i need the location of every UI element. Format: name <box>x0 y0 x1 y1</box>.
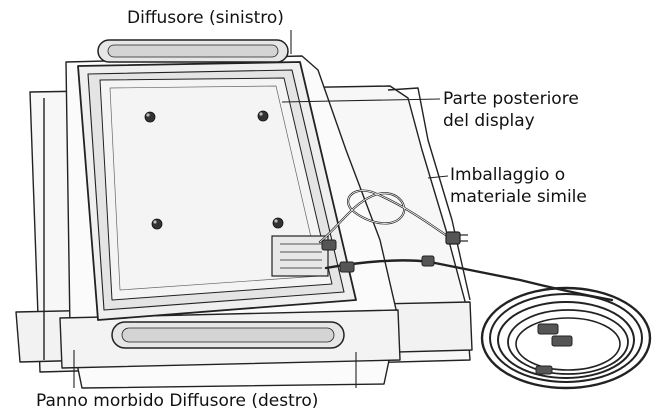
connector-panel <box>271 235 329 277</box>
label-bottom-caption: Panno morbido Diffusore (destro) <box>36 391 319 411</box>
power-cord <box>318 189 452 244</box>
speaker-right <box>111 321 345 349</box>
label-packing-line2: materiale simile <box>450 187 587 207</box>
label-cloth-and-right-speaker: Panno morbido Diffusore (destro) <box>36 390 318 412</box>
label-packing-line1: Imballaggio o <box>450 165 566 185</box>
cable-connector <box>321 239 573 375</box>
plug <box>445 231 468 245</box>
label-display-back-line1: Parte posteriore <box>443 89 579 109</box>
label-display-back: Parte posteriore del display <box>443 88 579 132</box>
label-speaker-left: Diffusore (sinistro) <box>127 7 284 29</box>
leader-lines <box>73 30 449 388</box>
label-speaker-left-text: Diffusore (sinistro) <box>127 8 284 28</box>
label-packing-material: Imballaggio o materiale simile <box>450 164 587 208</box>
label-display-back-line2: del display <box>443 111 535 131</box>
speaker-left <box>97 39 289 63</box>
